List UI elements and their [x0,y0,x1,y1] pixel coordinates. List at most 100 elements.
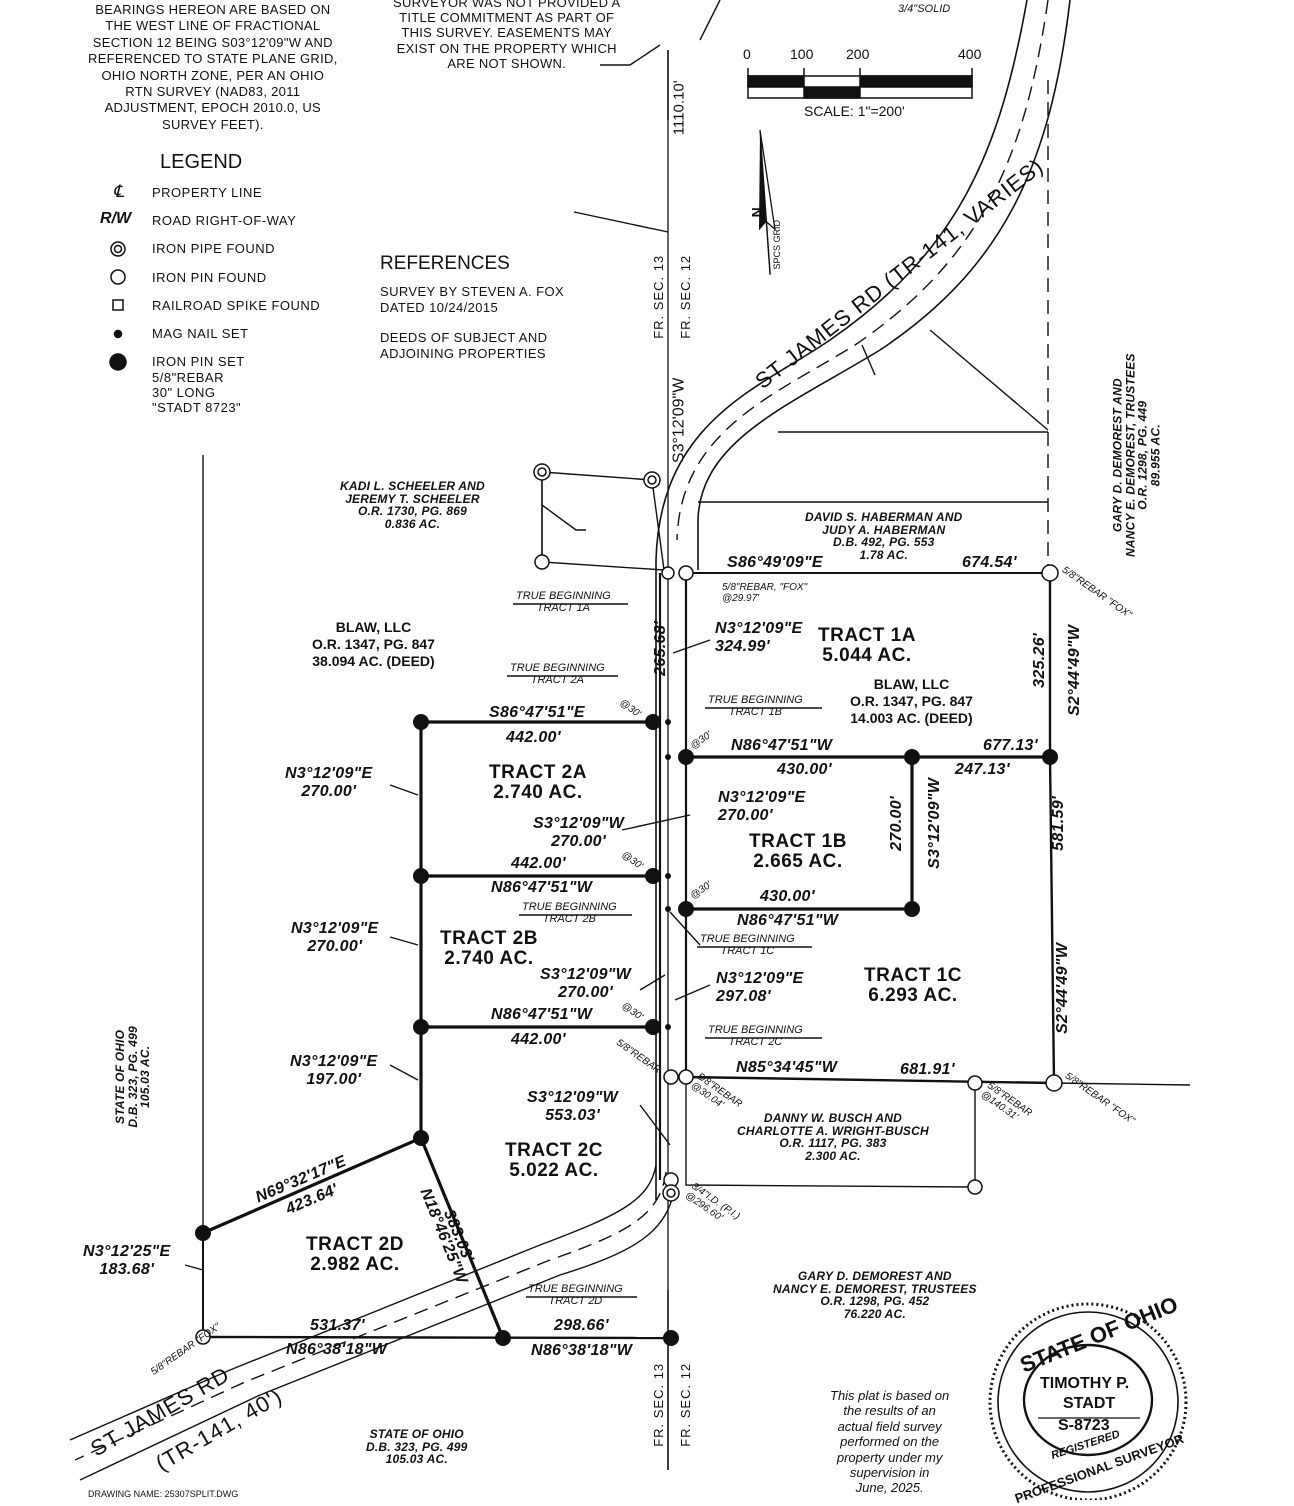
call-s864909e: S86°49'09"E [727,554,823,571]
call-distance: 553.03' [545,1107,600,1124]
right-of-way-symbol: R/W [100,210,132,227]
call-bearing: N3°12'09"E [285,765,373,782]
owner-line: 2.300 AC. [805,1148,861,1163]
call-44200-a: 442.00' [506,729,561,746]
call-distance: 270.00' [307,938,363,955]
tract-name: TRACT 2C [505,1140,603,1161]
section-13-bottom: FR. SEC. 13 [651,1362,667,1447]
plat-note-line: the results of an [843,1403,936,1419]
scale-label: SCALE: 1"=200' [804,103,905,119]
call-distance: 270.00' [718,807,773,824]
owner-blaw-east: BLAW, LLC O.R. 1347, PG. 847 14.003 AC. … [850,676,973,727]
note-line: OHIO NORTH ZONE, PER AN OHIO [101,67,325,83]
owner-line: 105.03 AC. [138,1045,153,1109]
call-53137: 531.37' [310,1317,365,1334]
call-29866: 298.66' [554,1317,609,1334]
references-list: SURVEY BY STEVEN A. FOX DATED 10/24/2015… [380,284,564,361]
owner-line: STATE OF OHIO [112,1029,127,1124]
mon-line: @29.97' [722,592,760,604]
call-n864751w-2a: N86°47'51"W [491,879,593,896]
tract-name: TRACT 1C [864,965,962,986]
plat-note-line: actual field survey [837,1418,942,1434]
reference-spacer [380,315,564,330]
call-distance: 324.99' [715,638,770,655]
section-12-bottom: FR. SEC. 12 [678,1362,694,1447]
call-43000-a: 430.00' [777,761,832,778]
plat-note-line: supervision in [849,1465,930,1481]
owner-line: NANCY E. DEMOREST, TRUSTEES [773,1281,977,1296]
call-bearing: N3°12'09"E [715,620,803,637]
tb-tract: TRACT 1C [720,944,775,957]
call-67454: 674.54' [962,554,1017,571]
call-68191: 681.91' [900,1061,955,1078]
note-line: EXIST ON THE PROPERTY WHICH [396,40,617,56]
scale-tick-100: 100 [790,46,814,62]
call-bearing: N3°12'09"E [716,970,804,987]
call-bearing: S3°12'09"W [527,1089,619,1106]
scale-tick-200: 200 [846,46,870,62]
owner-line: STATE OF OHIO [369,1427,464,1441]
note-line: BEARINGS HEREON ARE BASED ON [95,2,331,17]
call-24713: 247.13' [955,761,1010,778]
reference-line: DATED 10/24/2015 [380,299,499,315]
tract-name: TRACT 2A [489,762,587,783]
owner-line: GARY D. DEMOREST AND [797,1269,952,1283]
call-bearing: S3°12'09"W [533,815,625,832]
call-n864751w-2b: N86°47'51"W [491,1006,593,1023]
owner-scheeler: KADI L. SCHEELER AND JEREMY T. SCHEELER … [340,480,485,530]
call-s24449w-mid: S2°44'49"W [1054,942,1072,1034]
note-line: THIS SURVEY. EASEMENTS MAY [401,25,613,41]
legend-iron-pin: IRON PIN FOUND [152,270,267,285]
owner-line: O.R. 1117, PG. 383 [779,1136,887,1151]
call-distance: 270.00' [301,783,357,800]
reference-line: SURVEY BY STEVEN A. FOX [380,284,565,299]
call-58159: 581.59' [1050,795,1068,851]
tb-label: TRUE BEGINNING [516,590,611,602]
tract-area: 5.022 AC. [509,1159,599,1181]
legend-property-line: PROPERTY LINE [152,185,263,200]
seal-name-1: TIMOTHY P. [1040,1375,1130,1392]
legend-mag-nail: MAG NAIL SET [152,326,249,341]
legend-sub-line: 5/8"REBAR [152,370,224,385]
legend-symbols [109,241,127,371]
call-bearing: N3°12'09"E [290,1053,378,1070]
tb-tract: TRACT 2B [542,912,596,925]
owner-line: JUDY A. HABERMAN [822,522,946,537]
tract-name: TRACT 1B [749,831,847,852]
call-distance: 270.00' [551,833,606,850]
surveyor-seal [988,1302,1188,1500]
owner-line: DANNY W. BUSCH AND [763,1111,902,1125]
tb-label: TRUE BEGINNING [522,901,617,913]
legend-iron-pipe: IRON PIPE FOUND [152,241,276,256]
call-n863818w-west: N86°38'18"W [286,1341,388,1358]
legend-iron-pin-set-sub: 5/8"REBAR 30" LONG "STADT 8723" [152,370,241,415]
north-grid-label: SPCS GRID [772,219,783,270]
bearings-note: BEARINGS HEREON ARE BASED ON THE WEST LI… [88,2,338,133]
tract-area: 5.044 AC. [822,644,912,666]
call-32526: 325.26' [1031,632,1049,688]
owner-line: O.R. 1298, PG. 452 [820,1294,930,1309]
owner-line: KADI L. SCHEELER AND [340,479,485,493]
mon-rebar-fox-a: 5/8"REBAR, "FOX"@29.97' [722,582,807,604]
plat-note-line: This plat is based on [830,1388,950,1403]
tb-label: TRUE BEGINNING [708,694,803,706]
owner-line: 76.220 AC. [843,1306,906,1321]
call-distance: 197.00' [306,1071,362,1088]
tb-tract: TRACT 2A [530,673,584,686]
owner-haberman: DAVID S. HABERMAN AND JUDY A. HABERMAN D… [805,511,963,561]
plat-note-line: performed on the [840,1434,940,1450]
reference-line: ADJOINING PROPERTIES [380,345,546,361]
note-line: THE WEST LINE OF FRACTIONAL [105,18,321,34]
scale-bar [747,68,973,99]
easements-note: SURVEYOR WAS NOT PROVIDED A TITLE COMMIT… [393,0,620,71]
call-44200-c: 442.00' [511,1031,566,1048]
